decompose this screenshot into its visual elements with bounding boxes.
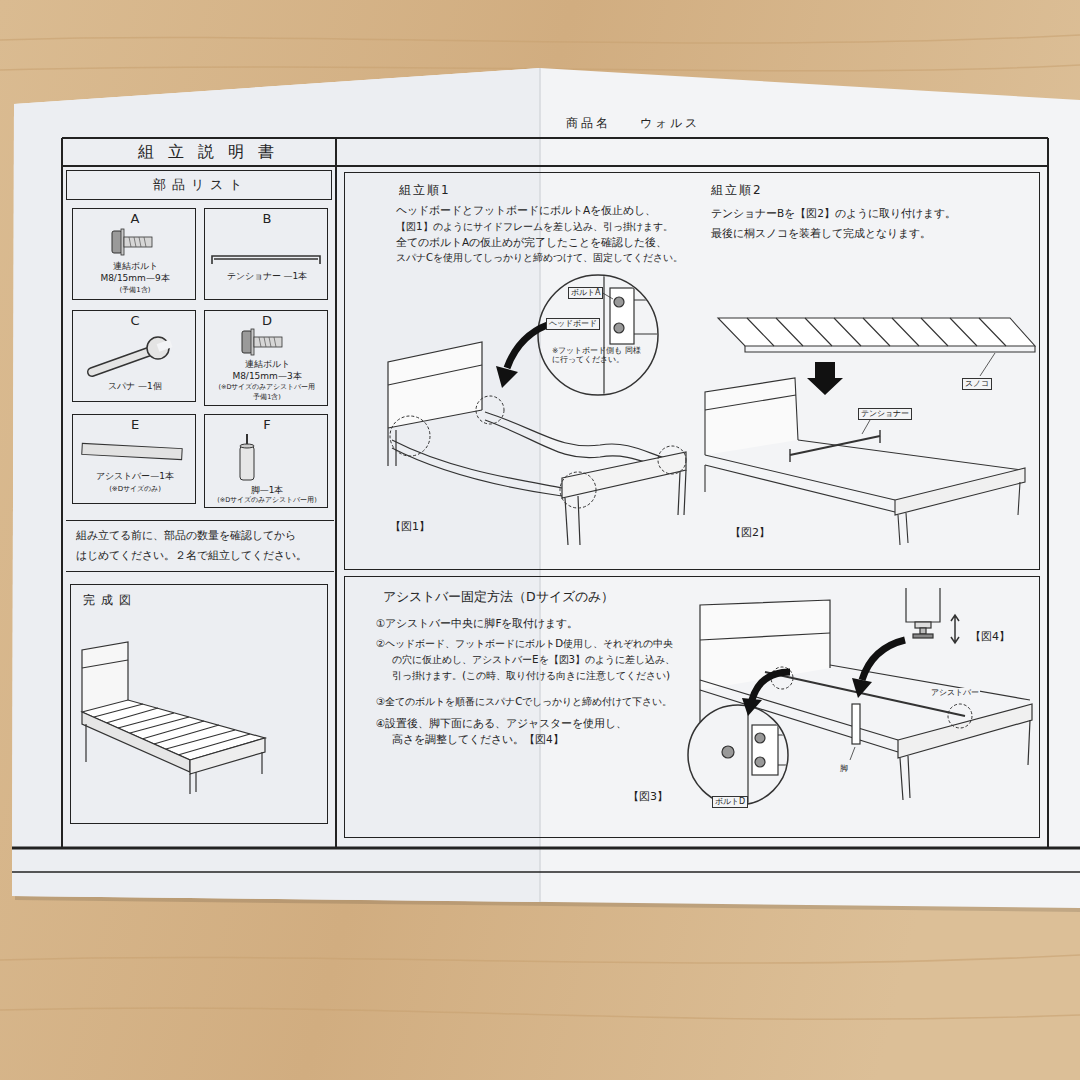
text: (予備1含) xyxy=(120,286,151,294)
part-cell: E アシストバー—1本 (※Dサイズのみ) xyxy=(72,414,196,504)
text: ④設置後、脚下面にある、アジャスターを使用し、 xyxy=(376,717,627,730)
text: ヘッドボードとフットボードにボルトAを仮止めし、 xyxy=(396,204,656,217)
text: アシストバー—1本 xyxy=(96,471,174,482)
text: M8/15mm—9本 xyxy=(100,273,169,284)
text: M8/15mm—3本 xyxy=(232,371,301,382)
step-panel: アシストバー固定方法（Dサイズのみ） ①アシストバー中央に脚Fを取付けます。 ②ヘッ… xyxy=(344,576,1040,838)
part-label: スノコ xyxy=(962,378,992,390)
text: 完成図 xyxy=(83,593,137,607)
part-letter: F xyxy=(263,417,270,433)
text: 脚—1本 xyxy=(251,485,284,496)
section-header: 部品リスト xyxy=(66,170,332,200)
note-box: 組み立てる前に、部品の数量を確認してからはじめてください。２名で組立してください… xyxy=(66,520,334,572)
step-heading: 組立順1 xyxy=(399,183,451,197)
text: ②ヘッドボード、フットボードにボルトD使用し、それぞれの中央 xyxy=(376,637,673,649)
text: 連結ボルト xyxy=(113,261,158,272)
text: ③全てのボルトを順番にスパナCでしっかりと締め付けて下さい。 xyxy=(376,695,672,707)
text: 予備1含) xyxy=(253,394,281,402)
part-cell: A 連結ボルトM8/15mm—9本 (予備1含) xyxy=(72,208,196,300)
text: スパナCを使用してしっかりと締めつけて、固定してください。 xyxy=(396,252,683,264)
step-heading: アシストバー固定方法（Dサイズのみ） xyxy=(383,589,614,604)
text: の穴に仮止めし、アシストバーEを【図3】のように差し込み、 xyxy=(392,653,675,665)
part-letter: E xyxy=(131,417,139,433)
figure-number: 【図4】 xyxy=(970,630,1010,643)
part-letter: B xyxy=(263,211,272,227)
part-cell: C スパナ —1個 xyxy=(72,310,196,402)
figure-number: 【図2】 xyxy=(730,526,770,539)
text: 組み立てる前に、部品の数量を確認してから xyxy=(76,529,296,542)
text: 引っ掛けます。(この時、取り付ける向きに注意してください) xyxy=(392,669,670,682)
text: 【図1】のようにサイドフレームを差し込み、引っ掛けます。 xyxy=(396,220,673,232)
document-title: 組立説明書 xyxy=(138,142,288,161)
text: テンショナー —1本 xyxy=(227,271,308,282)
text: はじめてください。２名で組立してください。 xyxy=(76,549,307,562)
figure-number: 【図1】 xyxy=(390,520,430,533)
product-name: ウォルス xyxy=(640,116,700,130)
text: ①アシストバー中央に脚Fを取付けます。 xyxy=(376,617,578,630)
text: スパナ —1個 xyxy=(108,381,162,392)
part-label: 脚 xyxy=(840,764,848,774)
part-label: ヘッドボード xyxy=(546,318,600,330)
part-letter: C xyxy=(130,313,139,329)
product-label: 商品名 xyxy=(566,116,611,130)
step-panel: 組立順1 ヘッドボードとフットボードにボルトAを仮止めし、【図1】のようにサイドフ… xyxy=(344,172,1040,570)
text: 部品リスト xyxy=(153,177,248,193)
text: 連結ボルト xyxy=(245,359,290,370)
part-label: ボルトD xyxy=(712,796,748,808)
part-label: アシストバー xyxy=(930,688,980,698)
part-label: テンショナー xyxy=(858,408,912,420)
part-cell: B テンショナー —1本 xyxy=(204,208,328,300)
part-letter: D xyxy=(262,313,272,329)
note: ※フットボード側も 同様に行ってください。 xyxy=(552,346,644,364)
text: 高さを調整してください。【図4】 xyxy=(392,733,564,746)
figure-number: 【図3】 xyxy=(628,790,668,803)
text: 組立順2 xyxy=(711,183,763,197)
part-letter: A xyxy=(131,211,140,227)
part-cell: F 脚—1本(※Dサイズのみアシストバー用) xyxy=(204,414,328,508)
figure-box: 完成図 xyxy=(70,584,328,824)
text: テンショナーBを【図2】のように取り付けます。 xyxy=(711,207,956,220)
text: (※Dサイズのみ) xyxy=(109,485,161,493)
text: (※Dサイズのみアシストバー用 xyxy=(219,384,316,392)
text: 全てのボルトAの仮止めが完了したことを確認した後、 xyxy=(396,236,667,249)
text: (※Dサイズのみアシストバー用) xyxy=(217,497,317,505)
text: 最後に桐スノコを装着して完成となります。 xyxy=(711,227,931,240)
part-cell: D 連結ボルトM8/15mm—3本 (※Dサイズのみアシストバー用予備1含) xyxy=(204,310,328,406)
part-label: ボルトA xyxy=(568,287,603,299)
